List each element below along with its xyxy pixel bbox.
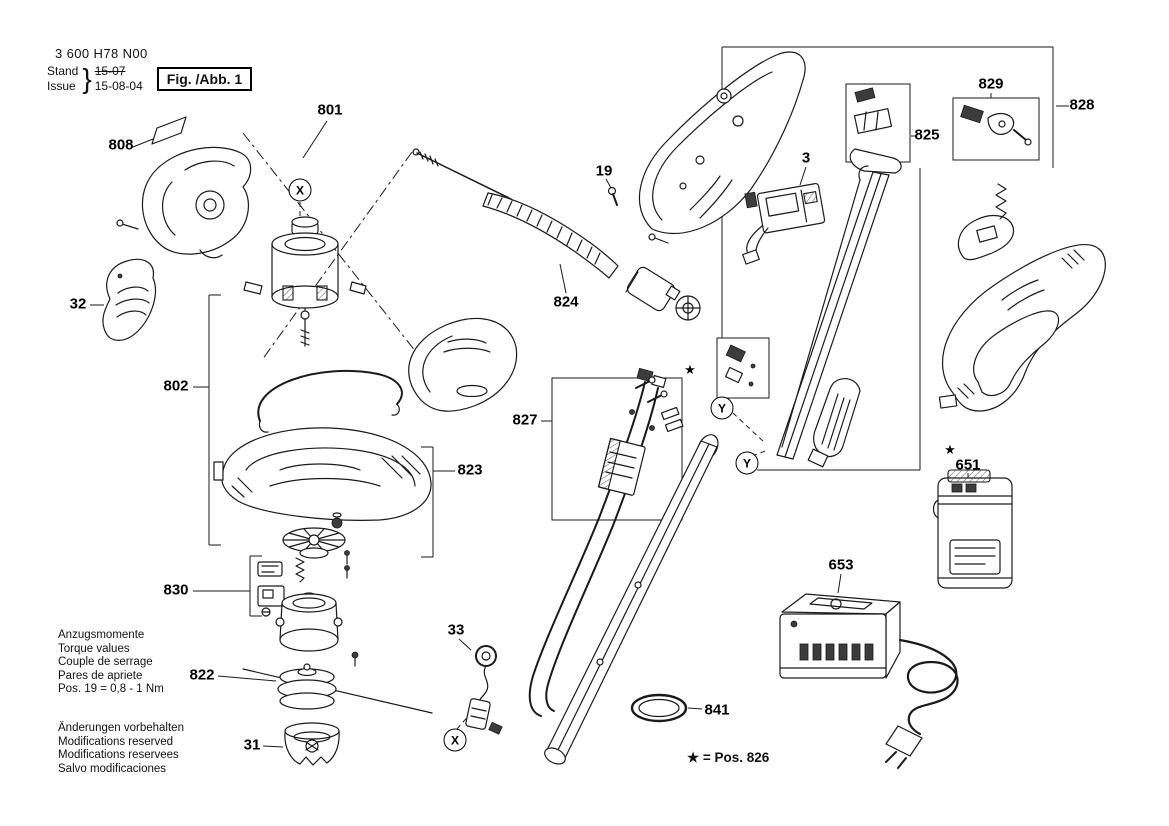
part-19-screw [607, 186, 618, 206]
issue-value: 15-08-04 [94, 79, 143, 93]
part-827-hardware [597, 376, 684, 496]
figure-label: Fig. /Abb. 1 [156, 67, 253, 91]
torque-note-line: Pares de apriete [58, 669, 143, 682]
modifications-note: Änderungen vorbehalten Modifications res… [58, 722, 184, 776]
part-824-shaft [412, 148, 701, 321]
part-boom-lower [544, 434, 719, 765]
part-spool-housing [275, 592, 359, 667]
part-3-module [742, 182, 826, 265]
stand-value: 15-07 [94, 64, 126, 78]
stand-label: Stand [47, 64, 79, 78]
part-grip-sleeve [807, 378, 861, 468]
part-825-couplers [853, 87, 893, 134]
part-830-fasteners [257, 550, 350, 617]
torque-note-line: Anzugsmomente [58, 629, 145, 641]
part-828-handle [938, 183, 1106, 412]
brace-glyph: } [82, 63, 92, 94]
title-block: 3 600 H78 N00 Stand Issue } 15-07 15-08-… [47, 46, 253, 94]
part-fan-impeller [282, 527, 346, 559]
part-number: 3 600 H78 N00 [55, 46, 148, 61]
revision-block: Stand Issue } 15-07 15-08-04 Fig. /Abb. … [47, 63, 253, 94]
part-housing-shell [408, 317, 518, 412]
part-808-plate [151, 116, 187, 145]
part-upper-housing [638, 51, 806, 244]
part-822-spool [242, 663, 433, 714]
torque-spec: Pos. 19 = 0,8 - 1 Nm [58, 683, 164, 695]
part-32-cover [102, 258, 157, 341]
modifications-line: Salvo modificaciones [58, 762, 167, 775]
modifications-line: Modifications reserved [58, 735, 174, 748]
modifications-line: Modifications reservees [58, 749, 179, 761]
part-841-oring [630, 693, 688, 723]
star-legend: ★ = Pos. 826 [687, 750, 770, 765]
modifications-line: Änderungen vorbehalten [58, 722, 184, 734]
part-651-battery [932, 469, 1013, 589]
part-653-charger [779, 593, 959, 769]
torque-note-line: Couple de serrage [58, 656, 153, 668]
torque-note: Anzugsmomente Torque values Couple de se… [58, 629, 164, 697]
torque-note-line: Torque values [58, 642, 130, 655]
part-boom-upper [776, 148, 902, 460]
part-829-parts [960, 104, 1032, 146]
part-31-cover [284, 722, 340, 766]
part-33-sensor [465, 645, 503, 735]
part-motor-assembly [271, 216, 367, 347]
issue-label: Issue [47, 79, 76, 93]
part-802-guard [213, 369, 432, 529]
part-clamp-parts [724, 344, 756, 387]
part-gear-housing [116, 146, 263, 295]
leader-lines [90, 93, 1069, 748]
